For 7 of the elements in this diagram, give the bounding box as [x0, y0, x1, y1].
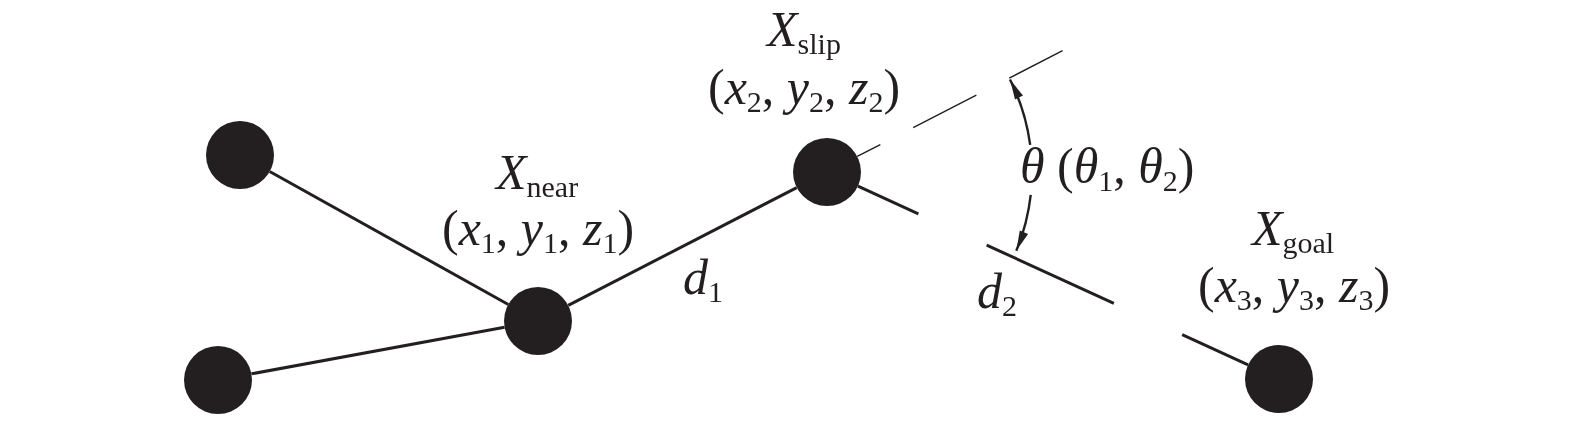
- point-name-label: X$_{goal}$: [1252, 199, 1335, 260]
- angle-label: θ (θ$_{1}$, θ$_{2}$): [1020, 139, 1195, 194]
- connector-line: [251, 325, 505, 376]
- connector-line: [268, 170, 510, 306]
- connector-line: [567, 186, 798, 307]
- coordinates-label: (x$_{2}$, y$_{2}$, z$_{2}$): [708, 59, 901, 119]
- point-name-label: X$_{slip}$: [767, 0, 841, 61]
